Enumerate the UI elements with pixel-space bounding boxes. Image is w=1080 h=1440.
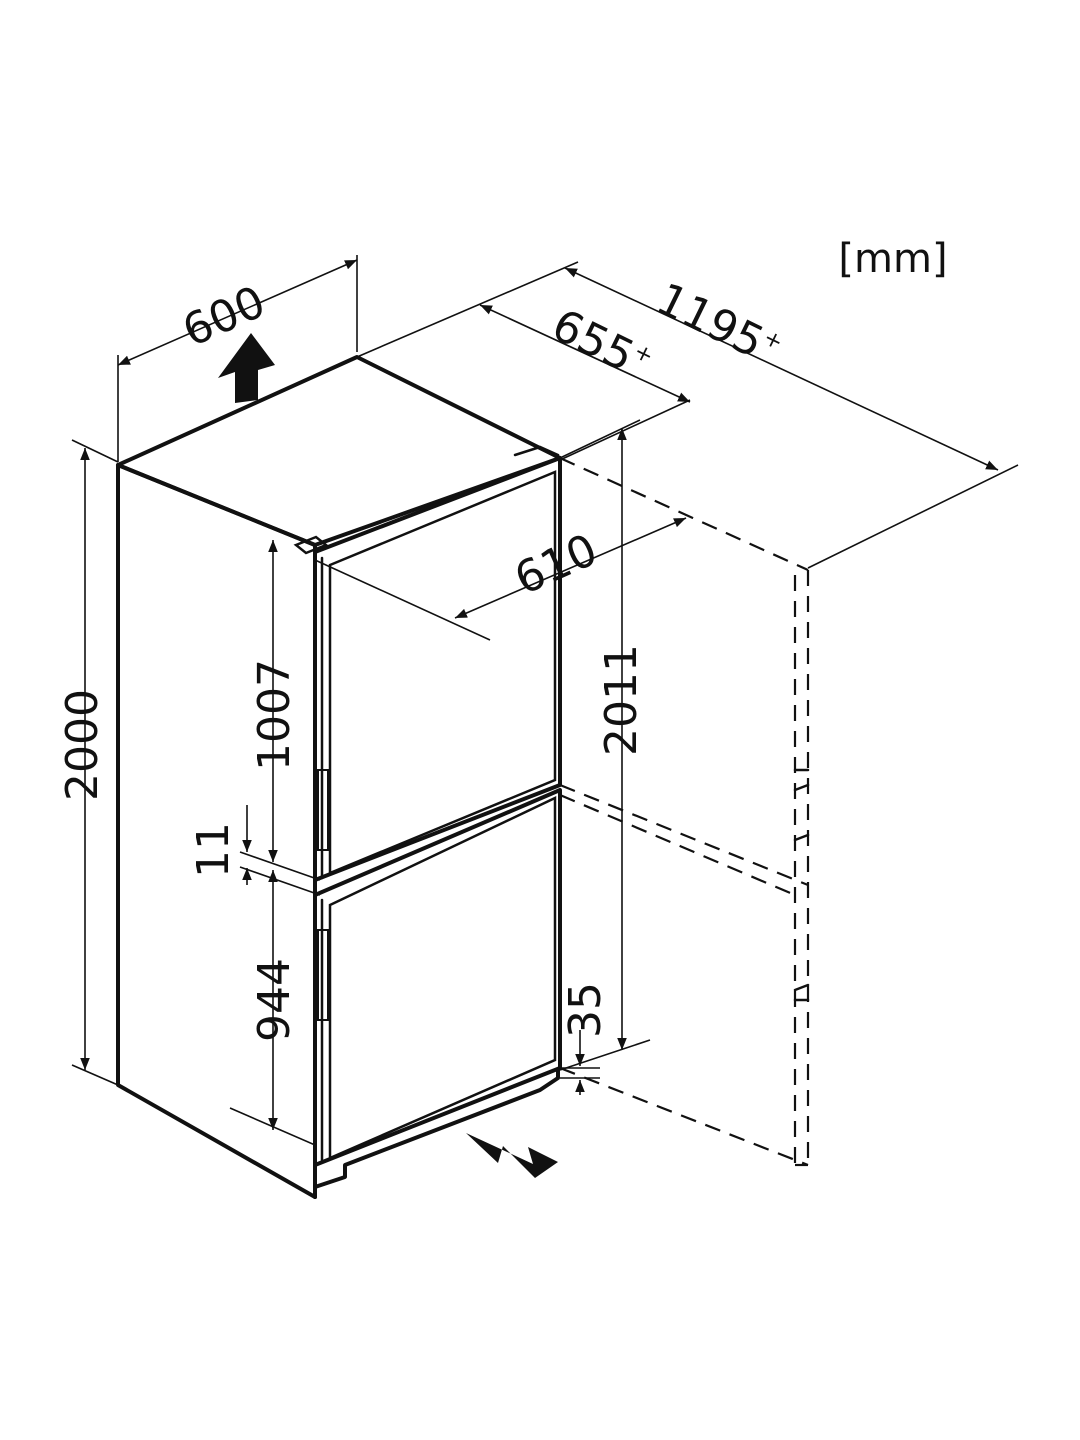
dim-lower-door-height-label: 944 [249,958,300,1042]
dim-total-height-label: 2000 [57,689,108,801]
dim-depth-label: 655+ [544,300,658,391]
airflow-in-arrow [466,1133,558,1178]
dim-door-gap [239,805,321,896]
dim-door-width [314,517,687,641]
dim-total-height [71,439,119,1086]
dim-base-clearance-label: 35 [560,982,611,1038]
dim-upper-door-height-label: 1007 [249,659,300,771]
installation-niche [559,456,810,1167]
dim-depth-door-open-label: 1195+ [649,273,789,376]
dim-width [117,255,358,462]
dim-lower-door-height [229,870,316,1146]
airflow-up-arrow [218,333,275,403]
dim-niche-height-label: 2011 [596,644,647,756]
dim-door-gap-label: 11 [188,822,239,878]
dim-niche-height [559,419,651,1071]
lower-door [313,788,562,1167]
dim-depth-door-open [564,267,1019,569]
dim-base-clearance [560,1030,600,1095]
unit-label: [mm] [838,236,947,282]
